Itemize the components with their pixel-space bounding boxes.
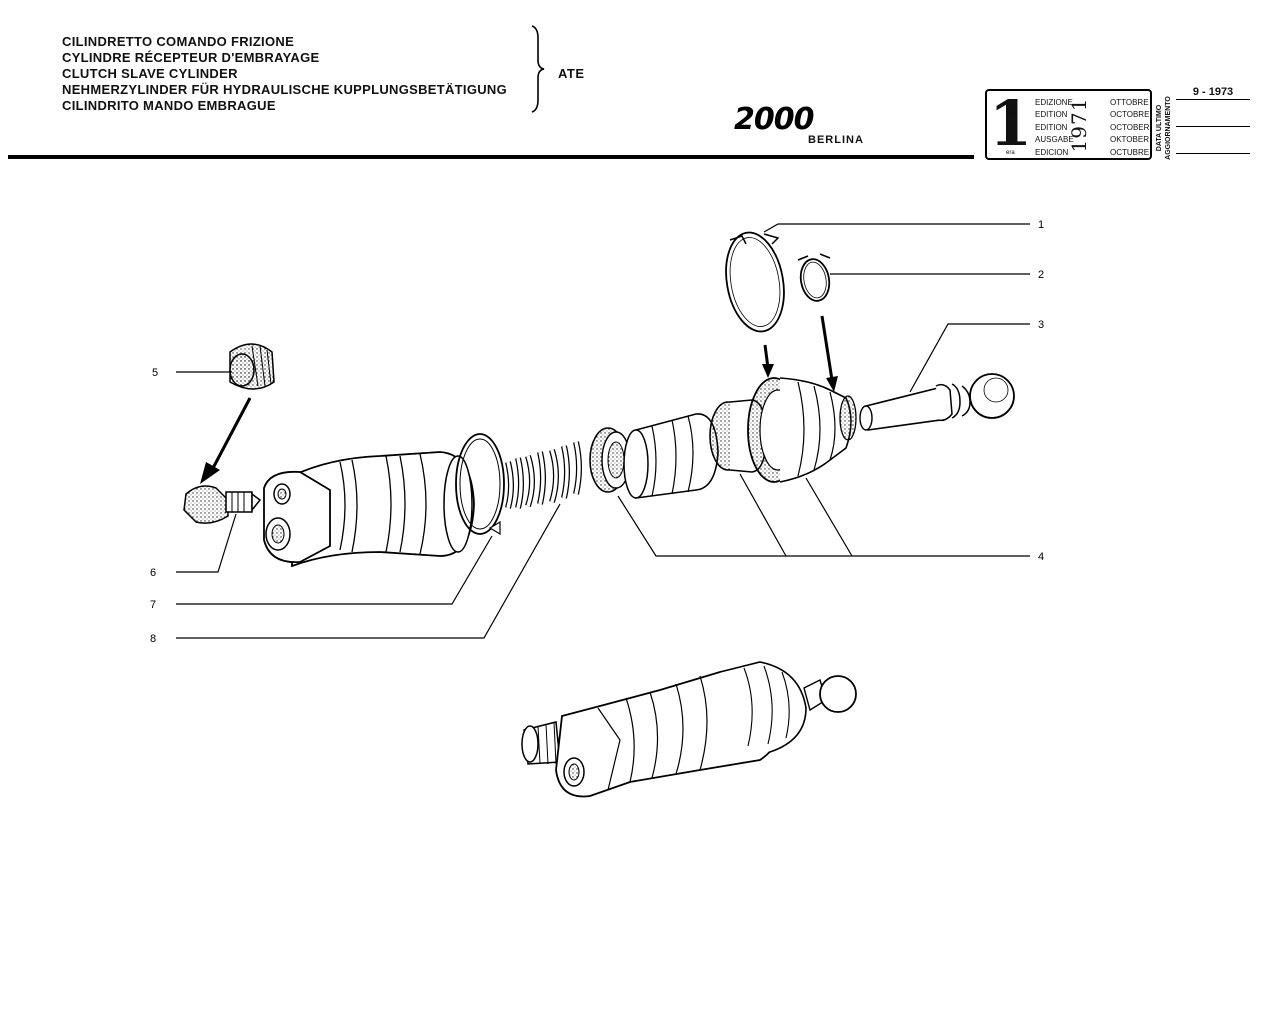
callout-4: 4 xyxy=(1038,551,1044,563)
part-1-boot-clip-large xyxy=(725,231,785,333)
edition-month: OCTOBER xyxy=(1110,122,1150,132)
edition-ordinal: era xyxy=(1006,149,1015,156)
edition-months: OTTOBRE OCTOBRE OCTOBER OKTOBER OCTUBRE xyxy=(1110,97,1149,159)
last-update-date: 9 - 1973 xyxy=(1192,86,1234,98)
assembled-cylinder xyxy=(521,661,857,798)
edition-ordinal: st xyxy=(1006,124,1011,131)
edition-month: OCTUBRE xyxy=(1110,147,1150,157)
edition-word: EDICION xyxy=(1035,147,1069,157)
header-rule xyxy=(8,155,974,159)
title-spanish: CILINDRITO MANDO EMBRAGUE xyxy=(62,98,276,113)
model-logo: 2000 xyxy=(734,102,814,137)
leader-lines xyxy=(176,223,1030,639)
leader-4b xyxy=(739,473,787,557)
leader-3 xyxy=(909,323,1030,393)
leader-4c xyxy=(805,477,853,557)
leader-6 xyxy=(176,513,237,573)
part-7-circlip xyxy=(455,433,505,536)
callout-2: 2 xyxy=(1038,269,1044,281)
update-line xyxy=(1176,126,1250,127)
arrow-1-head xyxy=(762,364,774,378)
edition-ordinals: a ère st . era xyxy=(1006,97,1015,159)
edition-month: OCTOBRE xyxy=(1110,110,1150,120)
callout-1: 1 xyxy=(1038,219,1044,231)
leader-4 xyxy=(617,495,1030,557)
callout-5: 5 xyxy=(152,367,158,379)
arrow-2-head xyxy=(826,376,838,392)
leader-8 xyxy=(176,503,561,639)
model-variant: BERLINA xyxy=(808,134,864,146)
update-line xyxy=(1176,153,1250,154)
update-line xyxy=(1176,99,1250,100)
edition-word: EDITION xyxy=(1035,110,1068,120)
part-4-dust-boot xyxy=(747,377,857,483)
edition-number: 1 xyxy=(989,87,1033,160)
title-block: CILINDRETTO COMANDO FRIZIONE CYLINDRE RÉ… xyxy=(62,34,507,114)
edition-ordinal: . xyxy=(1006,137,1008,144)
edition-ordinal: a xyxy=(1006,100,1010,106)
title-german: NEHMERZYLINDER FÜR HYDRAULISCHE KUPPLUNG… xyxy=(62,82,508,97)
part-5-bleed-cap xyxy=(229,343,275,390)
piston xyxy=(623,413,719,499)
callout-6: 6 xyxy=(150,567,156,579)
edition-month: OKTOBER xyxy=(1110,135,1149,145)
callout-7: 7 xyxy=(150,599,156,611)
edition-box: 1 a ère st . era EDIZIONE EDITION EDITIO… xyxy=(985,89,1152,160)
edition-ordinal: ère xyxy=(1006,112,1015,119)
title-french: CYLINDRE RÉCEPTEUR D'EMBRAYAGE xyxy=(62,50,320,65)
edition-words: EDIZIONE EDITION EDITION AUSGABE EDICION xyxy=(1035,97,1074,159)
part-3-push-rod xyxy=(859,373,1015,431)
manufacturer-label: ATE xyxy=(558,66,585,81)
leader-7 xyxy=(176,535,493,605)
arrow-5-to-6 xyxy=(200,397,252,484)
cylinder-body xyxy=(263,451,475,568)
part-8-spring xyxy=(505,441,582,509)
edition-word: EDITION xyxy=(1035,122,1068,132)
leader-1 xyxy=(763,223,1030,233)
title-english: CLUTCH SLAVE CYLINDER xyxy=(62,66,238,81)
edition-word: EDIZIONE xyxy=(1035,98,1073,107)
title-brace xyxy=(531,25,545,113)
part-2-boot-clip-small xyxy=(797,253,831,302)
callout-3: 3 xyxy=(1038,319,1044,331)
callout-8: 8 xyxy=(150,633,156,645)
edition-month: OTTOBRE xyxy=(1110,98,1149,107)
arrow-2-shaft xyxy=(820,315,834,381)
title-italian: CILINDRETTO COMANDO FRIZIONE xyxy=(62,34,295,49)
edition-word: AUSGABE xyxy=(1035,135,1074,145)
part-6-bleed-screw xyxy=(183,485,262,524)
